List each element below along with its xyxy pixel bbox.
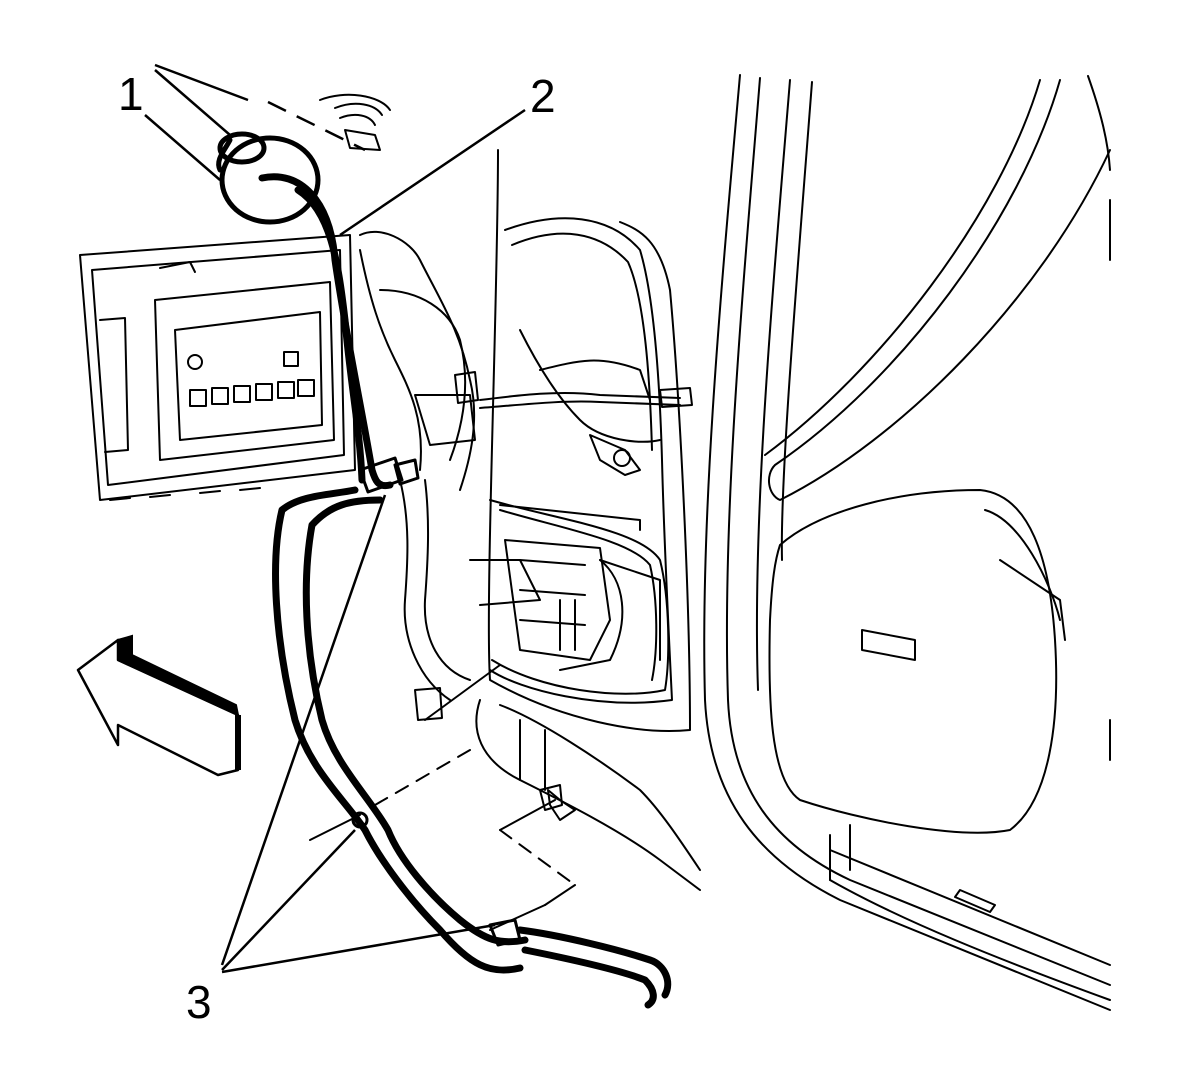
- callout-leaders: [144, 63, 526, 974]
- leader-1a: [154, 69, 231, 136]
- callout-3-label: 3: [186, 976, 212, 1028]
- leader-1b: [154, 63, 249, 102]
- grommet: [216, 131, 321, 225]
- vehicle-front-arrow-icon: [76, 634, 241, 777]
- leader-1c: [267, 100, 366, 152]
- retainer-clip-leaders: [309, 664, 576, 931]
- leader-1d: [144, 114, 221, 181]
- wiring-harness-bundle: [359, 230, 479, 721]
- fuel-door-ring: [319, 93, 391, 151]
- inner-trim-panel: [469, 149, 693, 732]
- leader-3a: [220, 494, 387, 966]
- callout-2-label: 2: [530, 70, 556, 122]
- lower-duct: [475, 699, 701, 891]
- callout-1-label: 1: [118, 68, 144, 120]
- leader-3c: [221, 923, 496, 974]
- door-opening-frame: [703, 74, 1111, 1011]
- hose-fitting: [351, 456, 522, 947]
- drain-hose: [258, 173, 672, 1009]
- control-module: [79, 234, 356, 501]
- leader-2: [339, 108, 526, 237]
- leader-3b: [221, 829, 356, 971]
